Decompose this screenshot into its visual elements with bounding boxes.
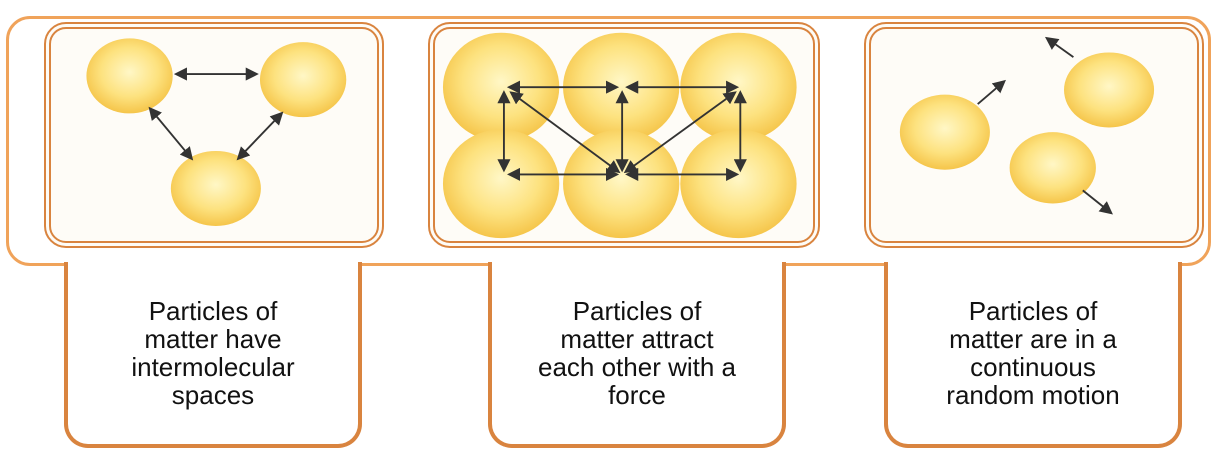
caption-box-1: Particles of matter have intermolecular …: [64, 262, 362, 448]
caption-intermolecular-spaces: Particles of matter have intermolecular …: [131, 296, 295, 410]
particle: [442, 129, 560, 239]
diagram-attraction-force: [442, 32, 797, 239]
diagram-intermolecular-spaces: [86, 38, 347, 226]
arrow: [236, 111, 284, 161]
arrow: [623, 91, 737, 174]
caption-attraction-force: Particles of matter attract each other w…: [537, 296, 736, 410]
panel-intermolecular-spaces: [44, 22, 384, 248]
caption-random-motion: Particles of matter are in a continuous …: [946, 296, 1120, 410]
particle: [170, 150, 261, 226]
panel-attraction-force: [428, 22, 820, 248]
particle: [259, 42, 347, 118]
particle: [1009, 132, 1096, 204]
particle: [899, 94, 990, 170]
arrow: [1044, 36, 1074, 58]
arrow: [509, 91, 621, 174]
panel-random-motion: [864, 22, 1204, 248]
particle: [86, 38, 173, 114]
arrow: [977, 79, 1006, 105]
caption-box-3: Particles of matter are in a continuous …: [884, 262, 1182, 448]
caption-box-2: Particles of matter attract each other w…: [488, 262, 786, 448]
arrow: [148, 106, 194, 161]
particle: [1064, 52, 1155, 128]
particle: [680, 129, 797, 239]
diagram-random-motion: [899, 36, 1155, 215]
arrow: [1082, 189, 1113, 215]
